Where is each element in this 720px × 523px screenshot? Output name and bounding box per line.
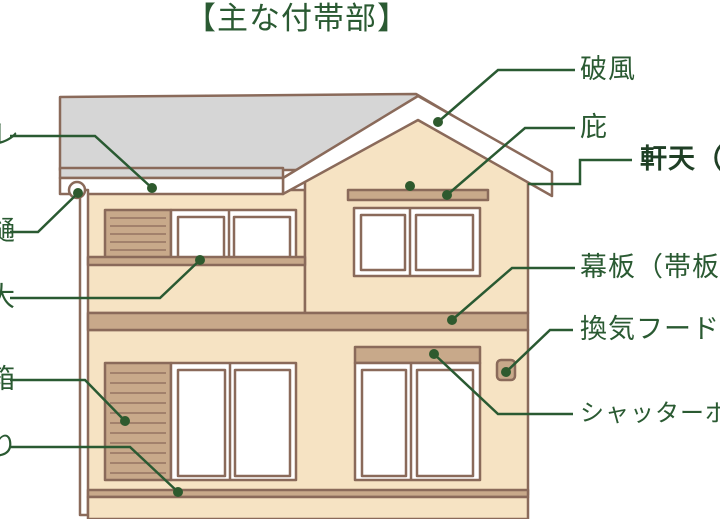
dot-l2 [73,188,83,198]
leader-makuita [451,266,575,321]
canopy [346,188,490,202]
leader-l5 [10,445,179,493]
eave-soffit [58,176,285,196]
dot-shutter [429,349,439,359]
dot-hafu [433,117,443,127]
label-left-3: 大 [0,282,16,313]
dot-kanki [501,367,511,377]
fascia [58,166,285,180]
label-left-2: 樋 [0,216,16,247]
dot-l3 [195,255,205,265]
leader-l3 [10,259,201,300]
leader-hisashi [446,126,575,196]
leader-dots [73,117,511,497]
leader-l1 [10,134,153,189]
leader-hafu [437,68,575,123]
label-left-4: 箱 [0,364,16,395]
label-hafu: 破風 [580,54,636,85]
label-kanki: 換気フード [580,314,720,345]
leader-l2 [10,192,79,234]
label-left-5: り [0,431,18,462]
dot-l4 [120,416,130,426]
label-shutter: シャッターボ [580,399,720,427]
diagram-title: 【主な付帯部】 [185,1,409,37]
leader-lines [10,68,632,493]
leader-shutter [433,353,573,416]
leader-kanki [505,328,573,373]
leader-nokiten [528,158,632,186]
downpipe [78,188,90,517]
leader-l4 [10,378,126,422]
band-board [86,311,530,332]
label-left-1: レ [0,120,20,151]
dot-l5 [173,487,183,497]
label-hisashi: 庇 [580,112,608,143]
label-makuita: 幕板（帯板 [580,252,720,283]
dot-hisashi [442,190,452,200]
shutter-box-right [353,345,482,365]
label-nokiten: 軒天（ [640,144,720,175]
dot-nokiten [405,181,415,191]
dot-makuita [447,315,457,325]
dot-l1 [147,183,157,193]
